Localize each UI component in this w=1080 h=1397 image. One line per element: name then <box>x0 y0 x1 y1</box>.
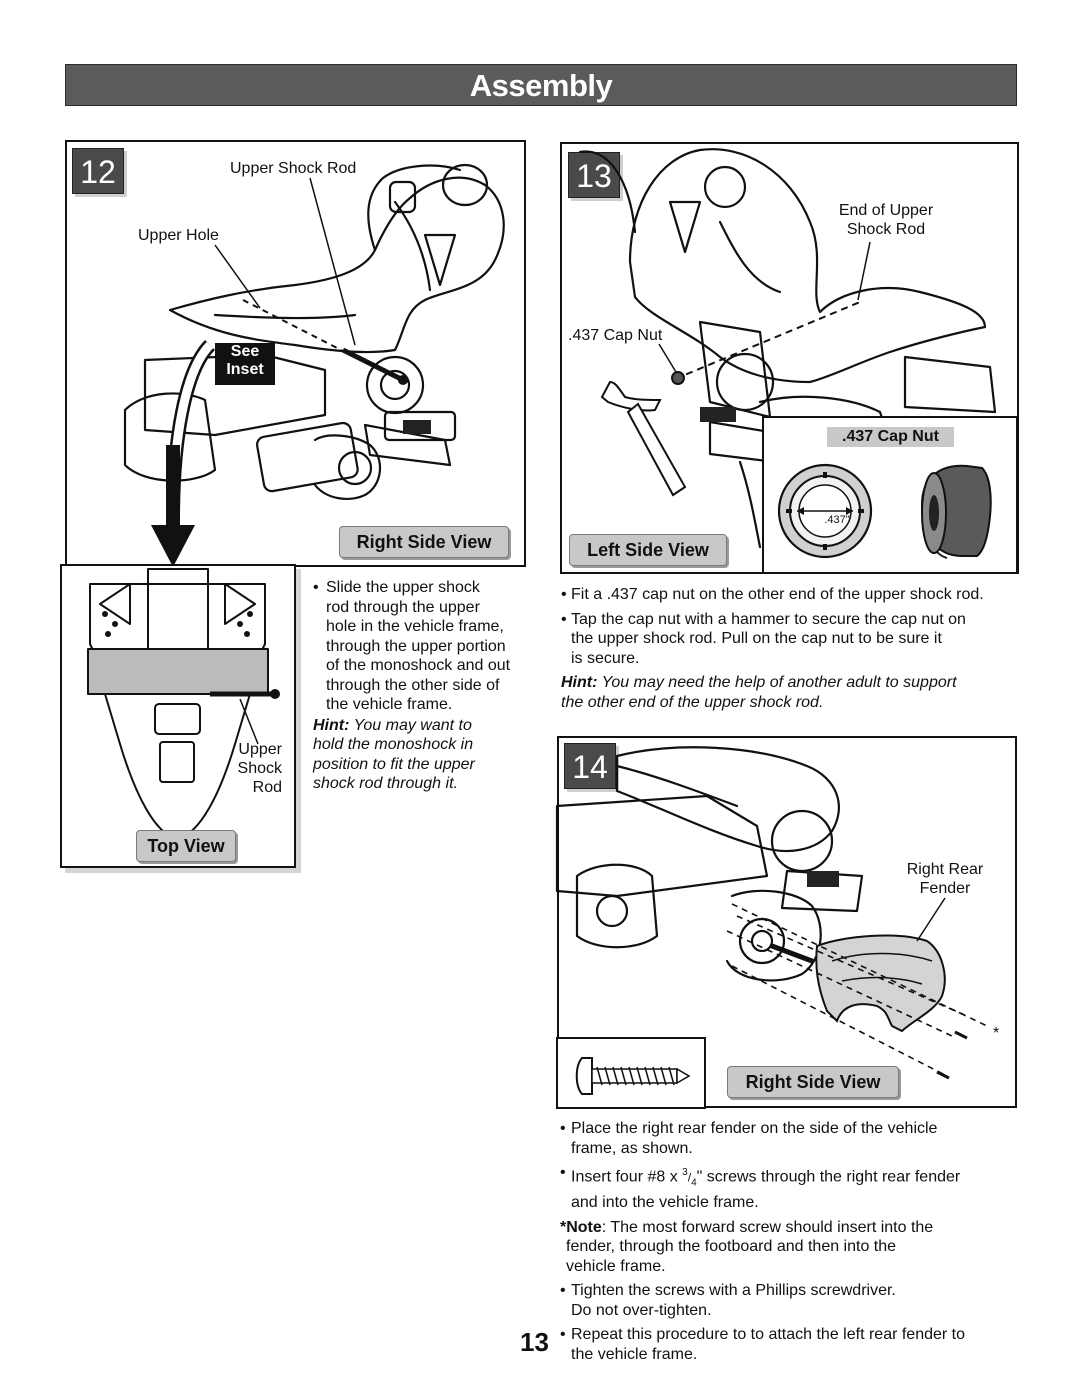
cap-nut-drawing <box>777 463 992 559</box>
top-view-callout-line1: Upper <box>238 741 282 758</box>
top-view-callout-line2: Shock <box>237 760 282 777</box>
instruction-line: frame, as shown. <box>571 1139 693 1157</box>
step13-vehicle-illustration <box>578 148 997 549</box>
hint-label: Hint: <box>561 674 598 691</box>
instruction-line: is secure. <box>571 649 640 667</box>
page-number: 13 <box>520 1327 549 1357</box>
bullet: • <box>561 610 567 628</box>
instruction-line: Fit a .437 cap nut on the other end of t… <box>571 586 984 603</box>
step12-vehicle-illustration <box>123 163 505 567</box>
hint-text: position to fit the upper <box>313 755 475 773</box>
instruction-text: " screws through the right rear fender <box>696 1168 961 1186</box>
header-banner <box>65 64 1017 106</box>
top-view-callout-line3: Rod <box>252 779 282 796</box>
top-view-callout-upper-shock-rod: Upper Shock Rod <box>226 740 282 797</box>
note-text: vehicle frame. <box>566 1257 666 1275</box>
see-inset-badge: See Inset <box>215 343 275 379</box>
instruction-line: the vehicle frame. <box>326 696 453 713</box>
instruction-line: rod through the upper <box>326 598 480 616</box>
hint-text: hold the monoshock in <box>313 736 474 753</box>
instruction-line: of the monoshock and out <box>326 657 511 674</box>
callout-end-line2: Shock Rod <box>846 221 926 238</box>
top-view-illustration <box>87 568 280 840</box>
hint-text: the other end of the upper shock rod. <box>561 693 824 711</box>
step13-number: 13 <box>568 152 620 198</box>
bullet: • <box>560 1326 566 1344</box>
callout-fender-line2: Fender <box>919 880 971 897</box>
note-text: : The most forward screw should insert i… <box>601 1218 934 1236</box>
step12-view-label: Right Side View <box>339 526 509 558</box>
step14-vehicle-illustration <box>555 746 988 1109</box>
callout-right-rear-fender: Right Rear Fender <box>895 860 995 898</box>
hint-text: shock rod through it. <box>313 775 458 792</box>
top-view-label: Top View <box>136 830 236 862</box>
hint-text: You may need the help of another adult t… <box>597 674 957 691</box>
note-label: *Note <box>560 1218 602 1236</box>
callout-upper-shock-rod: Upper Shock Rod <box>230 160 357 177</box>
see-inset-line1: See <box>230 343 260 360</box>
hint-text: You may want to <box>349 716 472 734</box>
fraction-numerator: 3 <box>682 1167 688 1178</box>
step12-top-view-panel <box>60 564 296 868</box>
step14-instructions: • Place the right rear fender on the sid… <box>560 1119 1030 1364</box>
step12-panel <box>65 140 526 567</box>
step13-instructions: • Fit a .437 cap nut on the other end of… <box>561 585 1061 712</box>
callout-upper-hole: Upper Hole <box>138 227 219 244</box>
see-inset-line2: Inset <box>226 361 264 378</box>
note-text: fender, through the footboard and then i… <box>566 1238 897 1256</box>
hint-label: Hint: <box>313 716 350 734</box>
cap-nut-size-mark: .437" <box>824 514 850 526</box>
step14-number: 14 <box>564 743 616 789</box>
instruction-line: Tighten the screws with a Phillips screw… <box>571 1282 896 1300</box>
callout-asterisk: * <box>993 1025 1000 1042</box>
instruction-line: Repeat this procedure to to attach the l… <box>571 1326 966 1344</box>
instruction-line: hole in the vehicle frame, <box>326 618 504 635</box>
callout-cap-nut: .437 Cap Nut <box>568 327 663 344</box>
callout-fender-line1: Right Rear <box>906 861 984 878</box>
step12-instructions: • Slide the upper shock rod through the … <box>313 578 538 794</box>
fraction-slash: / <box>687 1170 692 1185</box>
instruction-line: Do not over-tighten. <box>571 1301 712 1319</box>
instruction-line: Place the right rear fender on the side … <box>571 1120 938 1137</box>
instruction-line: the vehicle frame. <box>571 1345 698 1363</box>
bullet: • <box>560 1282 566 1300</box>
cap-nut-inset-title: .437 Cap Nut <box>827 427 954 447</box>
page-title: Assembly <box>469 68 613 103</box>
instruction-line: Slide the upper shock <box>326 579 480 596</box>
callout-end-of-upper-shock-rod: End of Upper Shock Rod <box>820 201 952 239</box>
fraction-denominator: 4 <box>691 1177 697 1189</box>
step12-number: 12 <box>72 148 124 194</box>
bullet: • <box>560 1164 566 1181</box>
instruction-line: and into the vehicle frame. <box>571 1194 759 1212</box>
instruction-line: through the upper portion <box>326 637 506 655</box>
step14-view-label: Right Side View <box>727 1066 899 1098</box>
instruction-line: through the other side of <box>326 676 500 694</box>
instruction-line: the upper shock rod. Pull on the cap nut… <box>571 630 942 647</box>
bullet: • <box>561 586 567 603</box>
bullet: • <box>560 1120 566 1137</box>
instruction-line: Tap the cap nut with a hammer to secure … <box>571 610 966 628</box>
bullet: • <box>313 579 319 596</box>
instruction-text: Insert four #8 x <box>571 1168 683 1186</box>
step13-view-label: Left Side View <box>569 534 727 566</box>
callout-end-line1: End of Upper <box>838 202 934 219</box>
